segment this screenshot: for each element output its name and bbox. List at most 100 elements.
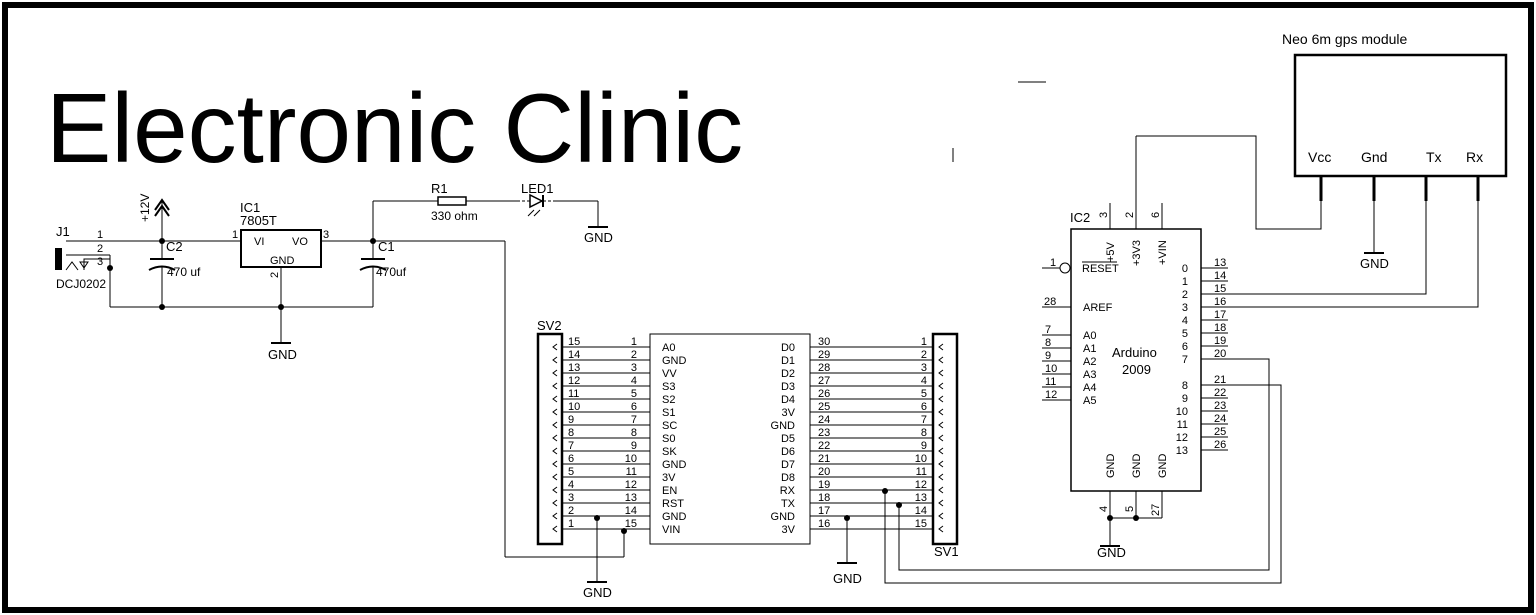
module-pin-number: 5: [631, 388, 637, 400]
gps-pin-rx-label: Rx: [1466, 149, 1483, 165]
junction: [107, 265, 113, 271]
ic2-analog-pin-num: 11: [1045, 376, 1056, 388]
ic2-gnd-label-1: GND: [1105, 454, 1117, 479]
ic2-digital-pin-label: 11: [1177, 419, 1188, 431]
ic1-pin-gnd: 2: [269, 272, 281, 278]
r1-body: [437, 196, 467, 206]
sv2-pin-number: 6: [568, 453, 574, 465]
junction: [278, 304, 284, 310]
module-pin-label: D6: [781, 446, 795, 458]
module-pin-label: RX: [780, 485, 796, 497]
sv2-pin-number: 9: [568, 414, 574, 426]
ic1-label: IC1: [240, 200, 260, 215]
ic2-digital-pin-num: 21: [1214, 374, 1226, 386]
ic2-analog-pin-label: A2: [1083, 356, 1096, 368]
ic2-pin-vin-label: +VIN: [1157, 240, 1169, 265]
led1-triangle: [529, 193, 544, 209]
gnd-symbol-label: GND: [833, 571, 862, 586]
module-pin-label: D0: [781, 342, 795, 354]
ic2-digital-pin-num: 24: [1214, 413, 1226, 425]
sv1-pin-number: 14: [915, 505, 927, 517]
gnd-symbol-label: GND: [584, 230, 613, 245]
junction: [159, 304, 165, 310]
ic2-digital-pin-num: 20: [1214, 348, 1226, 360]
module-pin-number: 17: [818, 505, 830, 517]
sv1-pin-number: 13: [915, 492, 927, 504]
ic2-gnd-pin-num-2: 5: [1124, 506, 1136, 512]
ic2-digital-pin-label: 8: [1182, 380, 1188, 392]
module-pin-label: VV: [662, 368, 677, 380]
gnd-symbol-label: GND: [583, 585, 612, 600]
module-pin-label: GND: [662, 459, 687, 471]
ic2-digital-pin-label: 9: [1182, 393, 1188, 405]
gps-module: Neo 6m gps module Vcc Gnd Tx Rx GND: [1282, 31, 1508, 271]
sv2-pin-number: 1: [568, 518, 574, 530]
ic2-gnd-pin-num-1: 4: [1098, 506, 1110, 512]
ic2-digital-pin-num: 23: [1214, 400, 1226, 412]
j1-pin-1: 1: [97, 229, 103, 241]
j1-part: DCJ0202: [56, 277, 106, 291]
module-pin-number: 28: [818, 362, 830, 374]
ic2-digital-pin-label: 12: [1176, 432, 1188, 444]
sv1-contact: [938, 434, 944, 442]
ic2-gnd-label-2: GND: [1131, 454, 1143, 479]
j1-pin-2: 2: [97, 243, 103, 255]
module-pin-number: 3: [631, 362, 637, 374]
ic2-digital-pin-label: 4: [1182, 315, 1188, 327]
module-pin-number: 4: [631, 375, 637, 387]
led1-label: LED1: [521, 181, 554, 196]
junction: [594, 515, 600, 521]
module-pin-number: 26: [818, 388, 830, 400]
module-pin-label: D2: [781, 368, 795, 380]
sv2-contact: [552, 525, 558, 533]
c1-value: 470uf: [376, 265, 407, 279]
ic2-digital-pin-label: 6: [1182, 341, 1188, 353]
ic2-analog-pin-num: 10: [1045, 363, 1057, 375]
gnd-symbol-label: GND: [1097, 545, 1126, 560]
sv1-pin-number: 6: [921, 401, 927, 413]
sv2-pin-number: 15: [568, 336, 580, 348]
sv1-contact: [938, 382, 944, 390]
sv2-pin-number: 14: [568, 349, 580, 361]
ic2-digital-pin-num: 25: [1214, 426, 1226, 438]
ic2-aref-num: 28: [1044, 296, 1056, 308]
module-pin-label: EN: [662, 485, 677, 497]
sv1-name: SV1: [934, 544, 959, 559]
ic2-digital-pin-num: 26: [1214, 439, 1226, 451]
sv1-contact: [938, 408, 944, 416]
gnd-symbol-label: GND: [268, 347, 297, 362]
ic2-digital-pin-label: 13: [1176, 445, 1188, 457]
module-pin-number: 11: [626, 466, 637, 478]
sv2-contact: [552, 421, 558, 429]
r1-value: 330 ohm: [431, 209, 478, 223]
sv1-pin-number: 3: [921, 362, 927, 374]
supply-12v-arrow: [154, 198, 170, 217]
ic1-vi: VI: [254, 236, 264, 248]
page-title: Electronic Clinic: [46, 73, 743, 183]
module-pin-number: 27: [818, 375, 830, 387]
ic2-digital-pin-label: 0: [1182, 263, 1188, 275]
ic2-digital-pin-label: 3: [1182, 302, 1188, 314]
ic2-name: IC2: [1070, 210, 1090, 225]
sv2-pin-number: 13: [568, 362, 580, 374]
wire-d3-to-gps-rx: [1212, 201, 1479, 308]
module-pin-label: GND: [662, 511, 687, 523]
ic2-analog-pin-label: A1: [1083, 343, 1096, 355]
sv2-contact: [552, 486, 558, 494]
ic2-digital-pin-label: 1: [1182, 276, 1188, 288]
ic2-gnd-label-3: GND: [1157, 454, 1169, 479]
sv2-name: SV2: [537, 318, 562, 333]
c1-label: C1: [378, 239, 395, 254]
sv1-contact: [938, 356, 944, 364]
ic2-analog-pin-label: A5: [1083, 395, 1096, 407]
ic2-pin-5v-num: 3: [1098, 212, 1110, 218]
ic2-digital-pin-num: 15: [1214, 283, 1226, 295]
module-pin-label: 3V: [662, 472, 676, 484]
ic2-digital-pin-label: 10: [1176, 406, 1188, 418]
module-pin-label: S1: [662, 407, 675, 419]
r1-label: R1: [431, 181, 448, 196]
ic2-digital-pin-num: 19: [1214, 335, 1226, 347]
sv2-contact: [552, 356, 558, 364]
